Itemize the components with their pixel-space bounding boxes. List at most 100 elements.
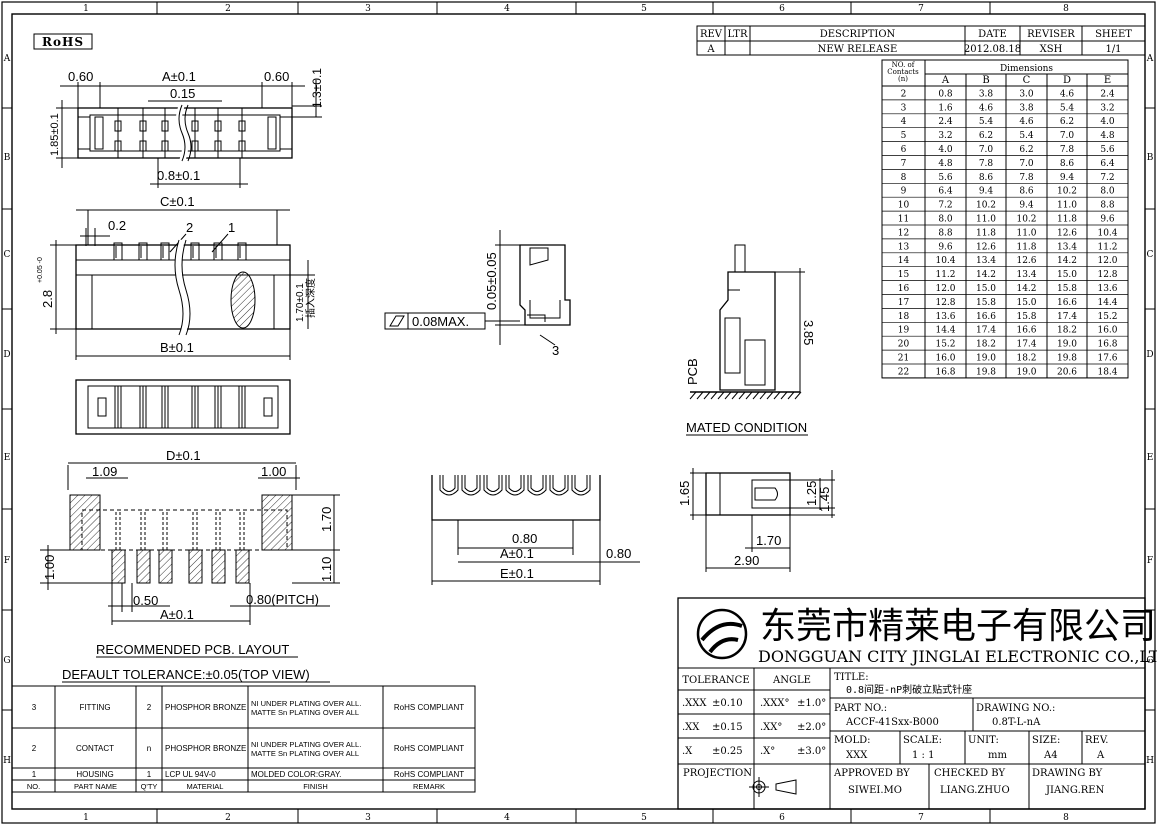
dim-0-80-right: 0.80 bbox=[606, 546, 631, 561]
dimension-cell: 14.4 bbox=[1097, 298, 1117, 308]
zone-col-bottom: 1 bbox=[83, 813, 89, 823]
dim-0-15: 0.15 bbox=[170, 86, 195, 101]
dimension-cell: 19.0 bbox=[976, 354, 996, 364]
dimension-cell: 18 bbox=[898, 312, 910, 322]
drawing-no-value: 0.8T-L-nA bbox=[992, 717, 1041, 728]
dimension-cell: 7.8 bbox=[1060, 145, 1075, 155]
dimension-cell: 4.0 bbox=[1100, 117, 1115, 127]
dim-pitch: 0.80(PITCH) bbox=[246, 592, 319, 607]
drawing-no-label: DRAWING NO.: bbox=[976, 703, 1055, 714]
front-pin bbox=[160, 242, 170, 261]
revision-header: DESCRIPTION bbox=[820, 29, 896, 40]
zone-row-right: B bbox=[1147, 153, 1154, 163]
dimension-column-header: A bbox=[941, 75, 950, 86]
dimension-cell: 6.2 bbox=[1060, 117, 1074, 127]
dimension-column-header: C bbox=[1023, 75, 1031, 86]
contact-scallop bbox=[505, 475, 525, 496]
dimension-cell: 16.0 bbox=[935, 354, 955, 364]
revision-cell: 2012.08.18 bbox=[964, 44, 1021, 55]
dimension-cell: 19.8 bbox=[976, 367, 996, 377]
dimension-cell: 8.6 bbox=[979, 173, 994, 183]
dimension-cell: 14.2 bbox=[976, 270, 996, 280]
dimension-cell: 19.0 bbox=[1016, 367, 1036, 377]
inner-border bbox=[11, 13, 1146, 810]
dimension-cell: 12.8 bbox=[1097, 270, 1117, 280]
dimension-cell: 6.4 bbox=[1100, 159, 1115, 169]
zone-row-left: B bbox=[4, 153, 11, 163]
dimension-cell: 16.6 bbox=[976, 312, 996, 322]
dimension-cell: 10.4 bbox=[1097, 228, 1117, 238]
dimension-cell: 4.8 bbox=[938, 159, 953, 169]
bottom-view bbox=[75, 379, 291, 435]
dim-1-25: 1.25 bbox=[804, 481, 819, 506]
dim-insert-depth: 1.70±0.1 bbox=[295, 283, 306, 322]
checked-by-value: LIANG.ZHUO bbox=[940, 785, 1010, 796]
zone-row-left: A bbox=[3, 54, 11, 64]
dimension-cell: 7.2 bbox=[1100, 173, 1114, 183]
dimension-cell: 9.6 bbox=[938, 242, 953, 252]
dimension-cell: 4.6 bbox=[1019, 117, 1034, 127]
revision-header: LTR bbox=[727, 29, 747, 40]
dim-b: B±0.1 bbox=[160, 340, 194, 355]
dimension-cell: 16 bbox=[898, 284, 910, 294]
zone-col-bottom: 3 bbox=[365, 813, 371, 823]
unit-value: mm bbox=[988, 750, 1007, 761]
dimension-cell: 11.8 bbox=[976, 228, 996, 238]
projection-symbol-icon bbox=[749, 777, 797, 797]
revision-cell: XSH bbox=[1040, 44, 1063, 55]
dimension-cell: 13.4 bbox=[1057, 242, 1077, 252]
mated-condition-label: MATED CONDITION bbox=[686, 420, 807, 435]
zone-row-left: G bbox=[3, 656, 10, 666]
zone-row-right: C bbox=[1147, 250, 1154, 260]
dimension-cell: 13.4 bbox=[976, 256, 996, 266]
dimension-cell: 18.2 bbox=[976, 340, 996, 350]
dim-0-60-right: 0.60 bbox=[264, 69, 289, 84]
projection-label: PROJECTION bbox=[683, 768, 752, 779]
drawing-by-label: DRAWING BY bbox=[1032, 768, 1103, 779]
dimension-cell: 7.2 bbox=[938, 201, 952, 211]
pcb-layout: D±0.1 1.09 1.00 1.70 1.10 1.00 0.50 A±0.… bbox=[40, 448, 340, 683]
dimension-cell: 1.6 bbox=[938, 103, 953, 113]
unit-label: UNIT: bbox=[968, 735, 999, 746]
pcb-pad bbox=[111, 549, 126, 584]
pcb-pad bbox=[136, 549, 151, 584]
dimension-cell: 10.2 bbox=[1016, 215, 1036, 225]
dimension-cell: 7.0 bbox=[979, 145, 994, 155]
revision-cell: 1/1 bbox=[1105, 44, 1121, 55]
zone-col-bottom: 8 bbox=[1063, 813, 1069, 823]
revision-header: DATE bbox=[978, 29, 1007, 40]
dim-1-65: 1.65 bbox=[677, 481, 692, 506]
dim-1-3: 1.3±0.1 bbox=[310, 68, 324, 108]
dimension-column-header: E bbox=[1104, 75, 1111, 86]
dim-0-8: 0.8±0.1 bbox=[157, 168, 200, 183]
dimension-column-header: D bbox=[1063, 75, 1071, 86]
callout-1: 1 bbox=[228, 220, 235, 235]
dimension-cell: 20 bbox=[898, 340, 910, 350]
dimension-cell: 9.6 bbox=[1100, 215, 1115, 225]
tolerance-value: ±0.10 bbox=[712, 698, 743, 709]
front-pin bbox=[237, 242, 247, 261]
tolerance-format: .X bbox=[682, 746, 693, 757]
side-detail: 0.05±0.05 3 0.08MAX. bbox=[384, 230, 571, 358]
zone-row-left: E bbox=[4, 453, 11, 463]
zone-row-right: E bbox=[1147, 453, 1154, 463]
dim-0-50: 0.50 bbox=[133, 593, 158, 608]
part-no-label: PART NO.: bbox=[834, 703, 887, 714]
dimension-cell: 11.0 bbox=[1016, 228, 1036, 238]
bom-material: PHOSPHOR BRONZE bbox=[165, 703, 246, 712]
bom-finish: MOLDED COLOR:GRAY. bbox=[251, 770, 341, 779]
dimension-cell: 12.0 bbox=[1097, 256, 1117, 266]
scale-value: 1 : 1 bbox=[912, 750, 934, 761]
insert-depth-cn: 插入深度 bbox=[304, 278, 317, 318]
revision-cell: NEW RELEASE bbox=[818, 44, 898, 55]
front-pin bbox=[138, 242, 148, 261]
tolerance-label: TOLERANCE bbox=[682, 675, 749, 686]
dimension-cell: 17 bbox=[898, 298, 910, 308]
zone-col-top: 8 bbox=[1063, 4, 1069, 14]
zone-row-right: D bbox=[1146, 350, 1153, 360]
dim-1-09: 1.09 bbox=[92, 464, 117, 479]
dimension-cell: 5.4 bbox=[979, 117, 994, 127]
dimension-cell: 16.6 bbox=[1016, 326, 1036, 336]
